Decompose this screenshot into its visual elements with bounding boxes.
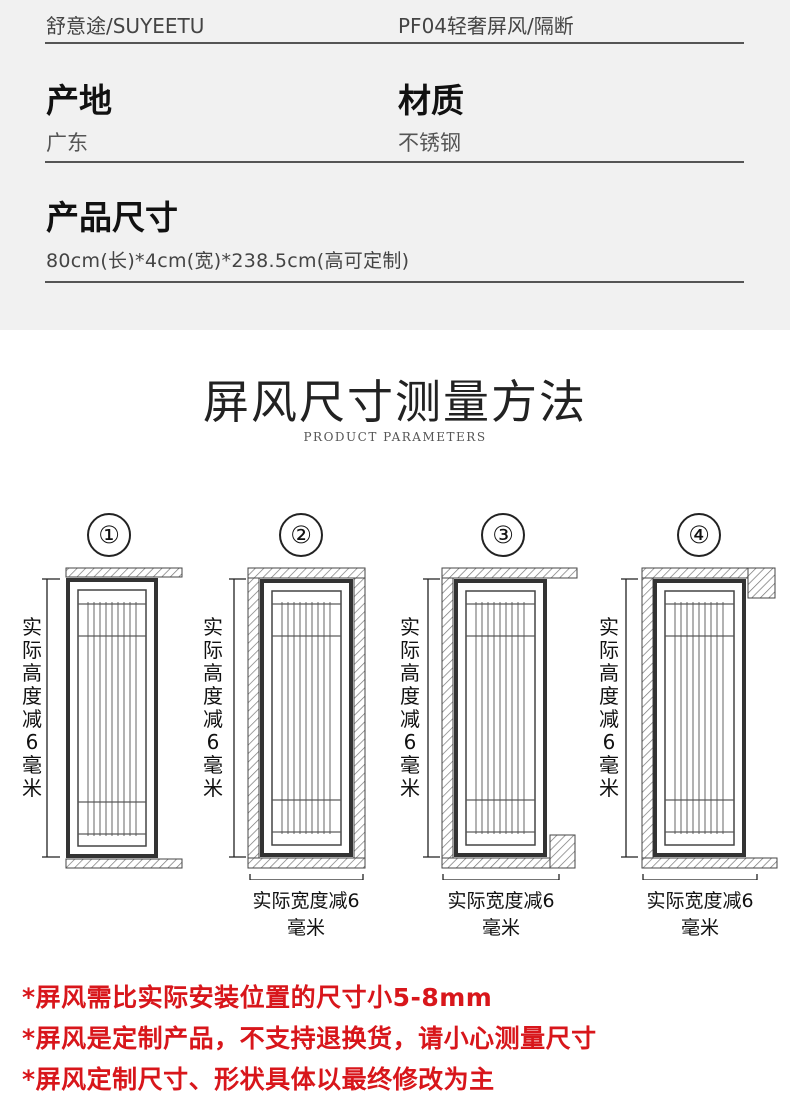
- height-label-2: 实际高度减6毫米: [203, 615, 223, 800]
- diagram-2: [229, 567, 366, 880]
- diagram-3: [423, 567, 578, 880]
- origin-label: 产地: [46, 81, 112, 120]
- size-value: 80cm(长)*4cm(宽)*238.5cm(高可定制): [46, 250, 410, 272]
- material-label: 材质: [398, 81, 464, 120]
- screen-panel-4: [653, 579, 746, 857]
- section-title: 屏风尺寸测量方法: [203, 375, 587, 429]
- method-number-3: ③: [481, 513, 525, 557]
- origin-value: 广东: [46, 131, 88, 155]
- material-value: 不锈钢: [398, 131, 461, 155]
- note-2: *屏风是定制产品，不支持退换货，请小心测量尺寸: [22, 1024, 597, 1053]
- screen-panel-3: [454, 579, 547, 857]
- method-number-2: ②: [279, 513, 323, 557]
- height-label-1: 实际高度减6毫米: [22, 615, 42, 800]
- brand-name: 舒意途/SUYEETU: [46, 14, 205, 38]
- spec-panel: 舒意途/SUYEETU PF04轻奢屏风/隔断 产地 材质 广东 不锈钢 产品尺…: [0, 0, 790, 330]
- divider: [45, 161, 744, 163]
- note-1: *屏风需比实际安装位置的尺寸小5-8mm: [22, 983, 493, 1012]
- product-name: PF04轻奢屏风/隔断: [398, 14, 574, 38]
- size-label: 产品尺寸: [46, 198, 178, 237]
- height-label-3: 实际高度减6毫米: [400, 615, 420, 800]
- width-label-4: 实际宽度减6毫米: [646, 890, 754, 939]
- screen-panel-1: [66, 578, 158, 858]
- screen-panel-2: [260, 579, 353, 857]
- method-number-4: ④: [677, 513, 721, 557]
- height-label-4: 实际高度减6毫米: [599, 615, 619, 800]
- section-subtitle: PRODUCT PARAMETERS: [303, 430, 487, 444]
- width-label-3: 实际宽度减6毫米: [447, 890, 555, 939]
- width-label-2: 实际宽度减6毫米: [252, 890, 360, 939]
- note-3: *屏风定制尺寸、形状具体以最终修改为主: [22, 1065, 495, 1094]
- method-number-1: ①: [87, 513, 131, 557]
- diagram-4: [621, 567, 778, 880]
- divider: [45, 42, 744, 44]
- divider: [45, 281, 744, 283]
- diagram-1: [42, 567, 183, 869]
- measurement-diagrams: [42, 567, 778, 880]
